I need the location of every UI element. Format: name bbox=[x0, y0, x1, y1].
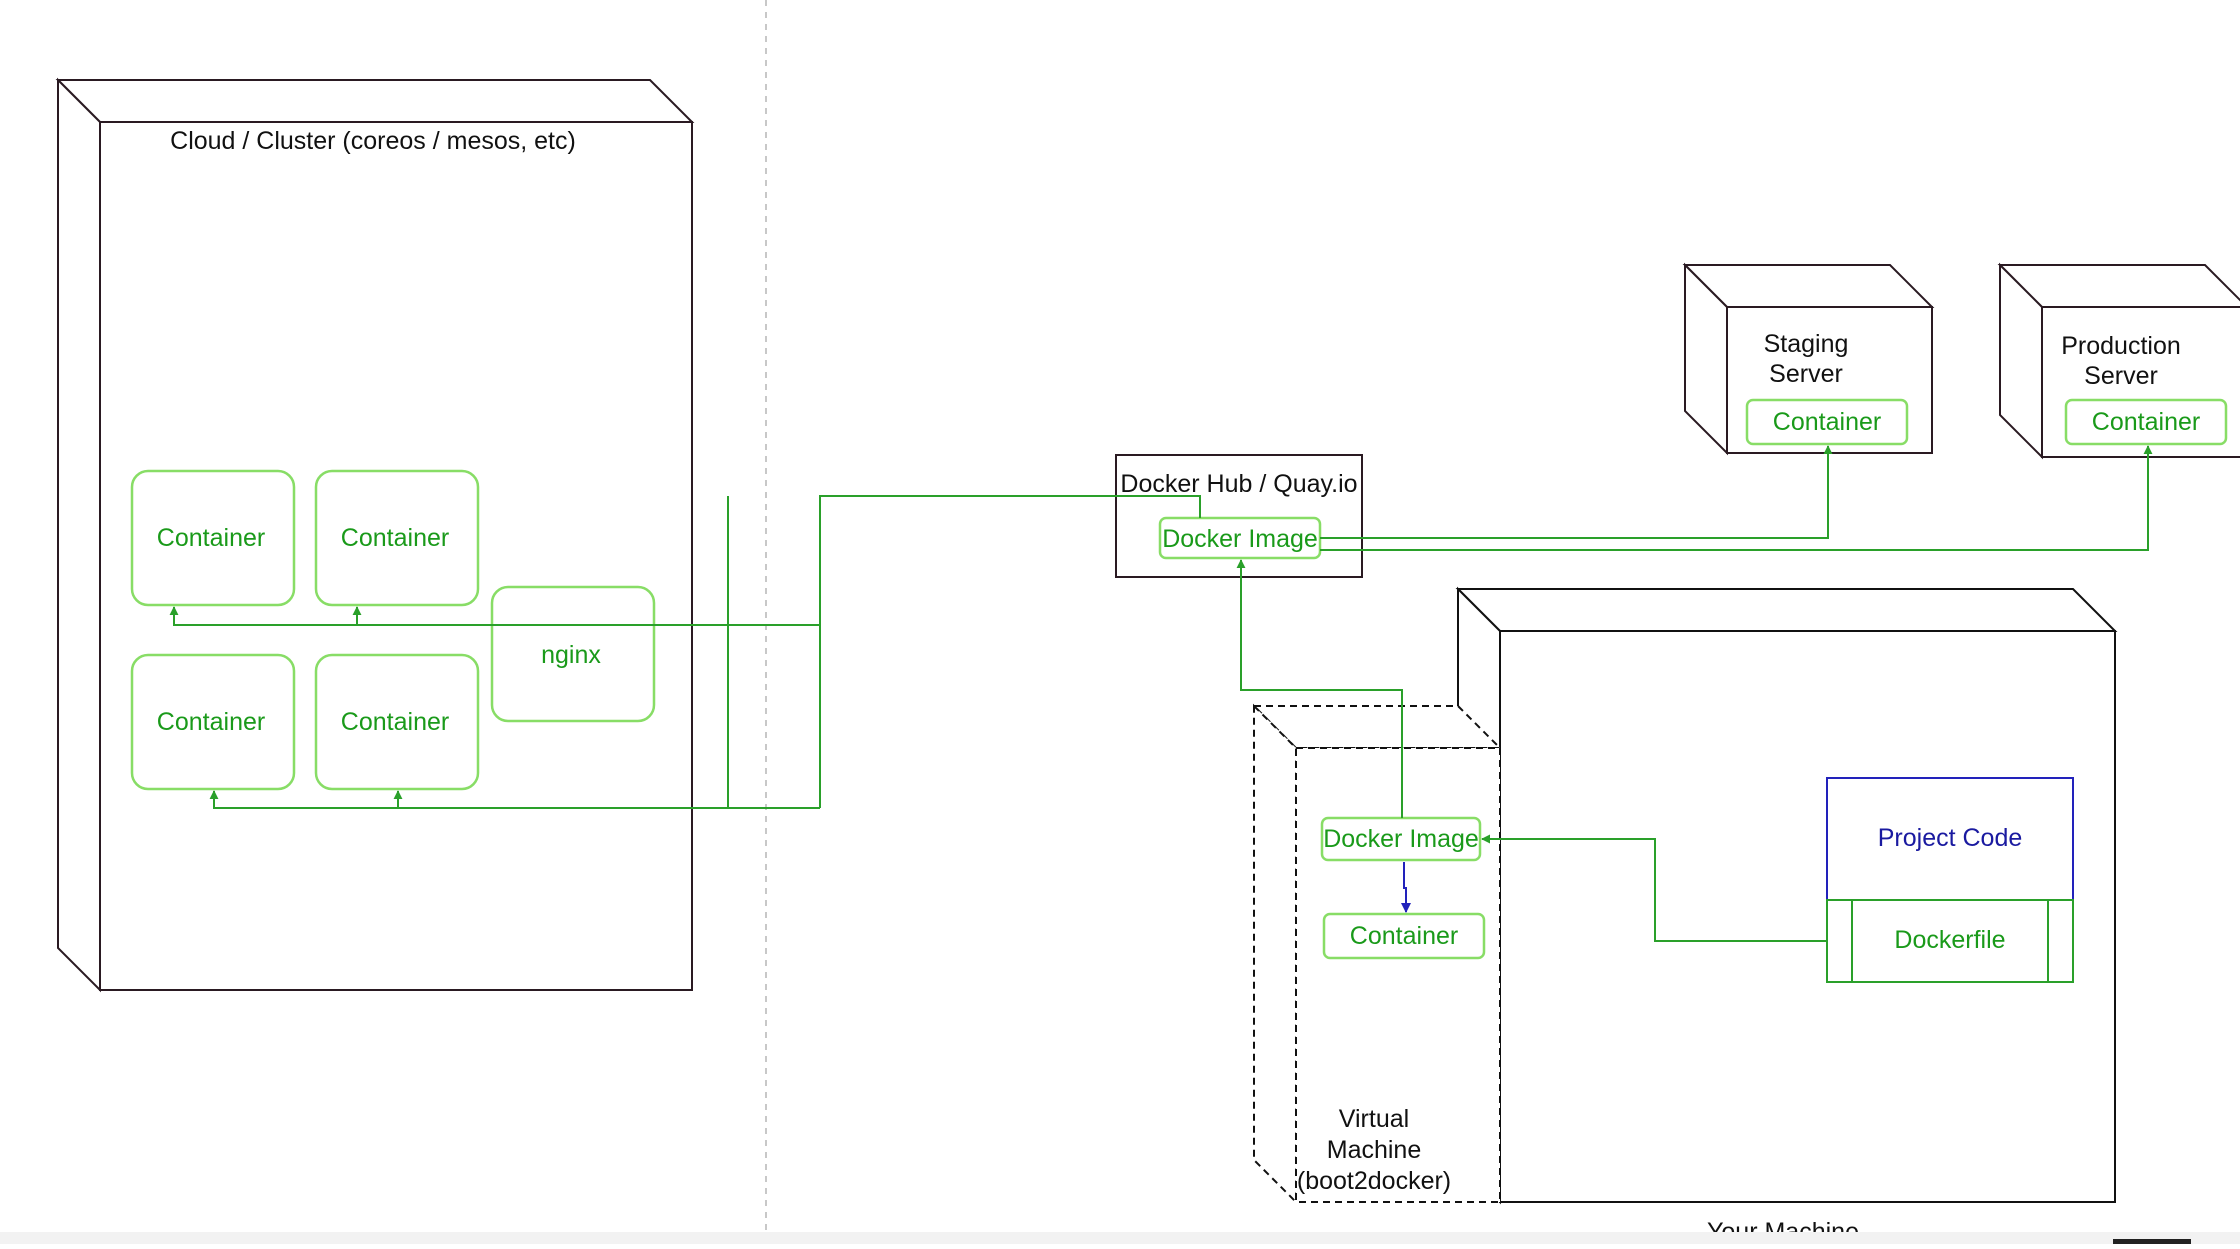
vm-container[interactable] bbox=[1322, 912, 1486, 960]
cluster-container-1-label: Container bbox=[157, 524, 265, 552]
project-code-node[interactable] bbox=[1826, 777, 2074, 901]
production-title-line2: Server bbox=[2084, 362, 2158, 390]
staging-container[interactable] bbox=[1745, 398, 1909, 446]
cluster-container-3-label: Container bbox=[157, 708, 265, 736]
hub-docker-image-label: Docker Image bbox=[1162, 525, 1318, 553]
project-code-label: Project Code bbox=[1878, 824, 2023, 852]
dockerfile-to-vm-image bbox=[1481, 834, 1827, 942]
cluster-container-3[interactable] bbox=[130, 653, 296, 791]
bottom-strip bbox=[0, 1232, 2240, 1244]
nginx-label: nginx bbox=[541, 641, 601, 669]
vm-docker-image-label: Docker Image bbox=[1323, 825, 1479, 853]
production-container[interactable] bbox=[2064, 398, 2228, 446]
cluster-container-4-label: Container bbox=[341, 708, 449, 736]
cluster-container-4[interactable] bbox=[314, 653, 480, 791]
staging-container-label: Container bbox=[1773, 408, 1881, 436]
cluster-container-2-label: Container bbox=[341, 524, 449, 552]
dockerfile-label: Dockerfile bbox=[1894, 926, 2005, 954]
nginx-node[interactable] bbox=[490, 585, 656, 723]
bus-to-cluster-container-3 bbox=[209, 790, 820, 809]
vm-image-to-container bbox=[1401, 862, 1411, 913]
staging-title-line1: Staging bbox=[1764, 330, 1849, 358]
vm-container-label: Container bbox=[1350, 922, 1458, 950]
vm-label-line1: Virtual bbox=[1339, 1105, 1409, 1133]
hub-to-cluster-bus bbox=[819, 495, 1201, 808]
bottom-bar bbox=[2113, 1239, 2191, 1244]
hub-to-production bbox=[1320, 445, 2153, 551]
docker-hub-title: Docker Hub / Quay.io bbox=[1120, 470, 1357, 498]
bus-to-cluster-container-1 bbox=[169, 606, 820, 626]
cluster-container-2[interactable] bbox=[314, 469, 480, 607]
cloud-cluster-title: Cloud / Cluster (coreos / mesos, etc) bbox=[170, 127, 576, 155]
cluster-container-1[interactable] bbox=[130, 469, 296, 607]
production-title-line1: Production bbox=[2061, 332, 2181, 360]
staging-title-line2: Server bbox=[1769, 360, 1843, 388]
production-container-label: Container bbox=[2092, 408, 2200, 436]
hub-to-staging bbox=[1320, 445, 1833, 539]
vm-image-to-hub bbox=[1236, 559, 1403, 818]
vm-label-line3: (boot2docker) bbox=[1297, 1167, 1451, 1195]
vm-label-line2: Machine bbox=[1327, 1136, 1422, 1164]
